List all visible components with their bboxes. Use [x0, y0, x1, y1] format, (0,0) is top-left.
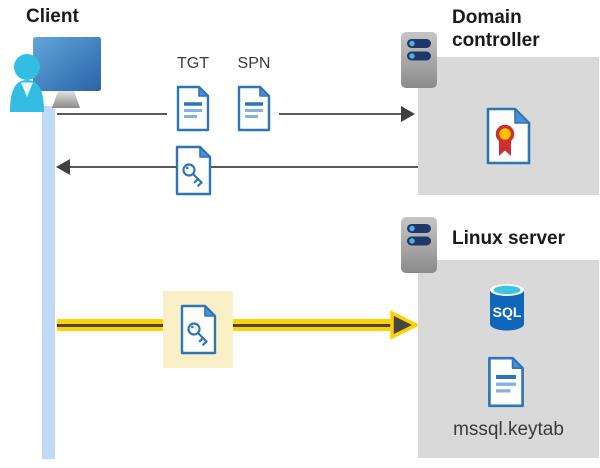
keytab-file-icon — [487, 356, 525, 408]
spn-label: SPN — [237, 55, 271, 72]
tgt-document-icon — [176, 85, 210, 132]
linux-server-icon — [400, 216, 438, 274]
sql-text: SQL — [493, 304, 522, 320]
client-user-workstation-icon — [10, 37, 101, 112]
linux-server-label: Linux server — [452, 228, 565, 249]
client-lifeline — [42, 106, 55, 459]
response-arrow-line — [58, 166, 418, 168]
auth-arrowhead-icon — [390, 310, 420, 340]
sql-database-icon: SQL — [490, 284, 524, 331]
keytab-filename-label: mssql.keytab — [453, 419, 564, 440]
certificate-icon — [486, 107, 531, 165]
tgt-label: TGT — [177, 55, 209, 72]
request-arrowhead-icon — [401, 106, 415, 122]
domain-controller-label: Domain controller — [452, 7, 540, 51]
keytab-key-file-icon — [180, 304, 217, 355]
spn-document-icon — [237, 85, 271, 132]
response-arrowhead-icon — [56, 159, 70, 175]
domain-controller-server-icon — [400, 31, 438, 89]
service-ticket-key-file-icon — [175, 145, 212, 196]
client-label: Client — [26, 6, 79, 27]
